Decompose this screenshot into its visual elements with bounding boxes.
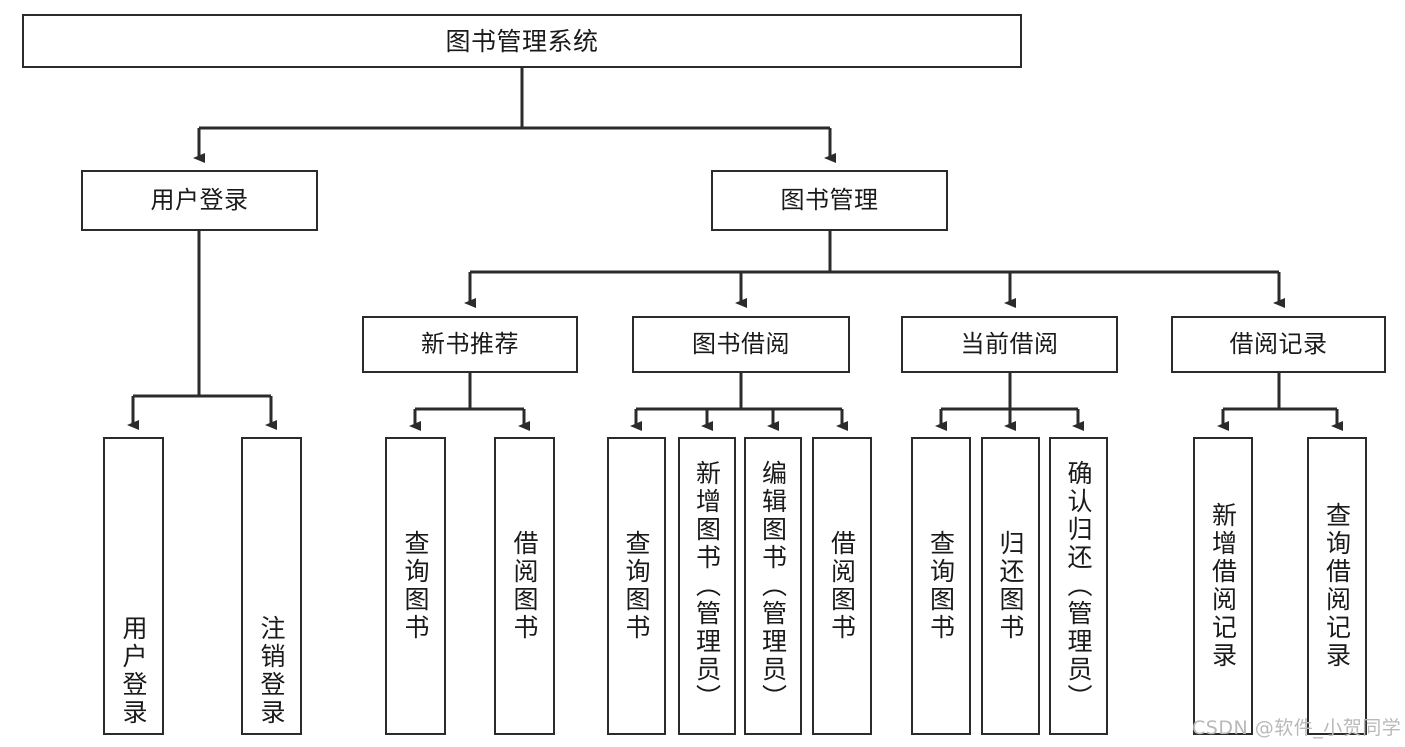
node-leaf-return-book[interactable]: 归还图书	[981, 437, 1040, 735]
node-label: 查询图书	[622, 530, 651, 642]
node-label: 借阅记录	[1229, 329, 1328, 358]
node-leaf-borrow-book[interactable]: 借阅图书	[812, 437, 872, 735]
node-current-borrow[interactable]: 当前借阅	[901, 316, 1118, 373]
node-label: 注销登录	[257, 615, 286, 727]
node-leaf-query-book-borrow[interactable]: 查询图书	[607, 437, 666, 735]
node-book-borrow[interactable]: 图书借阅	[632, 316, 850, 373]
node-leaf-query-book-recommend[interactable]: 查询图书	[385, 437, 446, 735]
node-label: 图书借阅	[692, 329, 790, 358]
node-leaf-confirm-return[interactable]: 确认归还（管理员）	[1049, 437, 1108, 735]
node-leaf-edit-book[interactable]: 编辑图书（管理员）	[744, 437, 802, 735]
node-user-login[interactable]: 用户登录	[81, 170, 318, 231]
node-leaf-add-borrow-record[interactable]: 新增借阅记录	[1193, 437, 1253, 735]
node-label: 图书管理	[780, 185, 879, 214]
node-label: 当前借阅	[960, 329, 1059, 358]
node-leaf-logout-login[interactable]: 注销登录	[241, 437, 302, 735]
node-label: 用户登录	[119, 615, 148, 727]
node-leaf-user-login[interactable]: 用户登录	[103, 437, 164, 735]
node-label: 确认归还（管理员）	[1064, 460, 1093, 712]
node-book-manage[interactable]: 图书管理	[711, 170, 948, 231]
node-label: 查询图书	[401, 530, 430, 642]
node-label: 借阅图书	[510, 530, 539, 642]
csdn-watermark: CSDN @软件_小贺同学	[1192, 717, 1402, 739]
node-label: 用户登录	[150, 185, 249, 214]
node-label: 借阅图书	[827, 530, 857, 642]
node-new-book-recommend[interactable]: 新书推荐	[362, 316, 578, 373]
node-label: 查询图书	[926, 530, 956, 642]
node-leaf-add-book[interactable]: 新增图书（管理员）	[678, 437, 736, 735]
node-label: 图书管理系统	[445, 26, 599, 56]
node-label: 新增图书（管理员）	[692, 460, 722, 712]
node-label: 查询借阅记录	[1322, 502, 1352, 670]
node-label: 新书推荐	[421, 329, 519, 358]
node-label: 新增借阅记录	[1208, 502, 1238, 670]
node-leaf-borrow-book-recommend[interactable]: 借阅图书	[494, 437, 555, 735]
node-label: 归还图书	[996, 530, 1025, 642]
node-borrow-record[interactable]: 借阅记录	[1171, 316, 1386, 373]
node-leaf-query-book-current[interactable]: 查询图书	[911, 437, 971, 735]
node-leaf-query-borrow-record[interactable]: 查询借阅记录	[1307, 437, 1367, 735]
node-label: 编辑图书（管理员）	[758, 460, 788, 712]
node-root-book-management-system[interactable]: 图书管理系统	[22, 14, 1022, 68]
